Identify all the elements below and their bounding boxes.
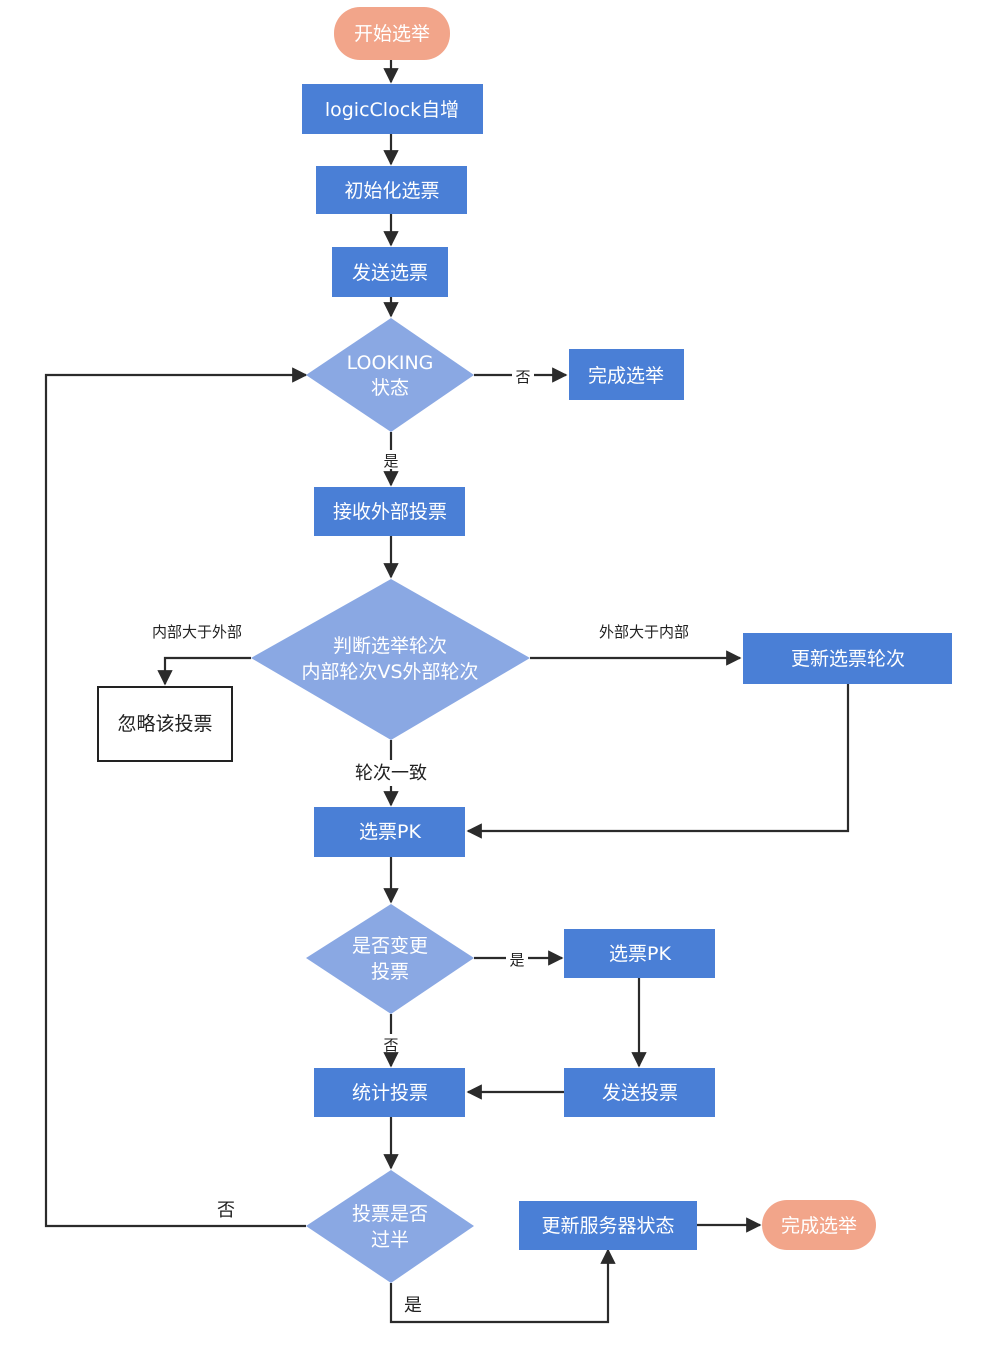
- update-state-label: 更新服务器状态: [541, 1215, 674, 1237]
- half-label-line1: 投票是否: [352, 1203, 428, 1225]
- finish-2-shape: [762, 1200, 876, 1250]
- edge-half-yes: [389, 1248, 616, 1324]
- change-label-line1: 是否变更: [352, 935, 428, 957]
- half-decision: 投票是否 过半: [306, 1170, 474, 1283]
- change-label-line2: 投票: [371, 961, 409, 983]
- looking-shape: [306, 318, 474, 432]
- vote-pk-1-shape: [314, 807, 465, 857]
- update-round-label: 更新选票轮次: [791, 648, 905, 670]
- ignore-label: 忽略该投票: [117, 713, 212, 735]
- label-external-greater: 外部大于内部: [599, 623, 689, 641]
- vote-pk-node-1: 选票PK: [314, 807, 465, 857]
- send-vote-node: 发送选票: [332, 247, 448, 297]
- ignore-node: 忽略该投票: [97, 686, 233, 762]
- judge-round-decision: 判断选举轮次 内部轮次VS外部轮次: [251, 579, 530, 740]
- half-shape: [306, 1170, 474, 1283]
- init-vote-label: 初始化选票: [344, 180, 439, 202]
- send-vote-node-2: 发送投票: [564, 1068, 715, 1117]
- judge-label-line2: 内部轮次VS外部轮次: [301, 661, 478, 683]
- update-round-shape: [743, 633, 952, 684]
- label-half-no: 否: [217, 1200, 235, 1221]
- change-vote-decision: 是否变更 投票: [306, 904, 474, 1014]
- send-vote-label: 发送选票: [352, 262, 428, 284]
- update-round-node: 更新选票轮次: [743, 633, 952, 684]
- receive-ext-label: 接收外部投票: [333, 501, 447, 523]
- start-shape: [334, 7, 450, 60]
- init-vote-shape: [316, 166, 467, 214]
- vote-pk-2-shape: [564, 929, 715, 978]
- edge-judge-to-ignore: [157, 656, 251, 686]
- logic-clock-shape: [302, 84, 483, 134]
- looking-label-line2: 状态: [371, 377, 409, 399]
- edge-update-to-pk: [466, 684, 850, 839]
- init-vote-node: 初始化选票: [316, 166, 467, 214]
- label-looking-yes: 是: [383, 452, 398, 470]
- count-votes-node: 统计投票: [314, 1068, 465, 1117]
- receive-ext-node: 接收外部投票: [314, 487, 465, 536]
- finish-node-2: 完成选举: [762, 1200, 876, 1250]
- finish-1-label: 完成选举: [588, 365, 664, 387]
- judge-label-line1: 判断选举轮次: [333, 635, 447, 657]
- judge-round-shape: [251, 579, 530, 740]
- change-vote-shape: [306, 904, 474, 1014]
- edge-half-no-loop: [44, 367, 308, 1228]
- start-node: 开始选举: [334, 7, 450, 60]
- update-state-node: 更新服务器状态: [519, 1201, 697, 1250]
- label-change-no: 否: [383, 1036, 398, 1054]
- send-vote-2-label: 发送投票: [602, 1082, 678, 1104]
- logic-clock-label: logicClock自增: [325, 99, 459, 121]
- vote-pk-1-label: 选票PK: [359, 821, 421, 843]
- label-half-yes: 是: [404, 1295, 422, 1316]
- label-looking-no: 否: [515, 368, 530, 386]
- connectors: [44, 60, 850, 1324]
- looking-label-line1: LOOKING: [347, 352, 434, 374]
- finish-node-1: 完成选举: [569, 349, 684, 400]
- send-vote-2-shape: [564, 1068, 715, 1117]
- ignore-shape: [97, 686, 233, 762]
- edge-labels: 否 是 内部大于外部 外部大于内部 轮次一致 是 否 否 是: [152, 368, 689, 1316]
- count-votes-label: 统计投票: [352, 1082, 428, 1104]
- finish-1-shape: [569, 349, 684, 400]
- looking-decision: LOOKING 状态: [306, 318, 474, 432]
- label-round-equal: 轮次一致: [355, 763, 427, 784]
- update-state-shape: [519, 1201, 697, 1250]
- start-label: 开始选举: [354, 23, 430, 45]
- half-label-line2: 过半: [371, 1229, 409, 1251]
- logic-clock-node: logicClock自增: [302, 84, 483, 134]
- label-internal-greater: 内部大于外部: [152, 623, 242, 641]
- receive-ext-shape: [314, 487, 465, 536]
- vote-pk-node-2: 选票PK: [564, 929, 715, 978]
- vote-pk-2-label: 选票PK: [609, 943, 671, 965]
- send-vote-shape: [332, 247, 448, 297]
- count-votes-shape: [314, 1068, 465, 1117]
- finish-2-label: 完成选举: [781, 1215, 857, 1237]
- label-change-yes: 是: [509, 951, 524, 969]
